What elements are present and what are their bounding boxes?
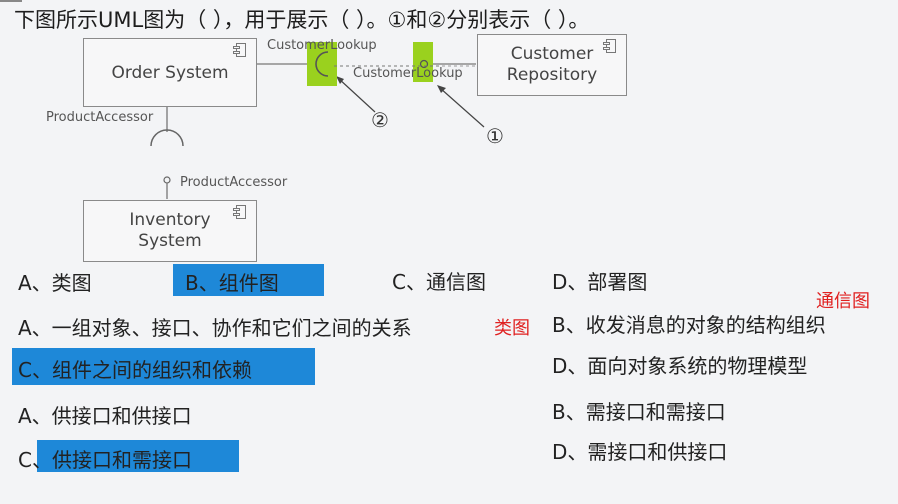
marker-one: ① (486, 124, 504, 148)
question-text: 下图所示UML图为（ ），用于展示（ ）。①和②分别表示（ ）。 (14, 8, 590, 32)
option-q3-c[interactable]: C、供接口和需接口 (18, 444, 192, 473)
component-customer-repository: Customer Repository (477, 34, 627, 96)
marker-two: ② (371, 108, 389, 132)
option-q3-b[interactable]: B、需接口和需接口 (552, 400, 726, 424)
highlight-answer-q3 (37, 440, 239, 472)
product-required-socket (150, 129, 184, 147)
component-label: Customer Repository (506, 44, 598, 85)
option-q1-d[interactable]: D、部署图 (552, 270, 648, 294)
component-icon (603, 39, 616, 53)
label-customer-lookup-top: CustomerLookup (267, 38, 377, 53)
component-icon (233, 205, 246, 219)
annotation-class-diagram: 类图 (494, 318, 530, 339)
label-customer-lookup-mid: CustomerLookup (353, 66, 463, 81)
option-q3-a[interactable]: A、供接口和供接口 (18, 404, 192, 428)
uml-interface-symbols (315, 51, 440, 77)
label-product-accessor-top: ProductAccessor (46, 110, 154, 125)
annotation-communication-diagram: 通信图 (816, 291, 870, 312)
highlight-marker-required (307, 42, 337, 86)
option-q1-b[interactable]: B、组件图 (185, 271, 279, 295)
component-icon (233, 43, 246, 57)
top-rule (0, 0, 22, 2)
product-provided-ball (163, 176, 171, 184)
option-q3-c-text: 、供接口和需接口 (31, 448, 192, 472)
component-inventory-system: Inventory System (83, 200, 257, 262)
option-q3-c-prefix: C (18, 448, 32, 472)
component-label: Inventory System (129, 210, 211, 251)
component-order-system: Order System (83, 38, 257, 107)
option-q3-d[interactable]: D、需接口和供接口 (552, 440, 728, 464)
highlight-answer-q2 (12, 348, 315, 385)
option-q1-a[interactable]: A、类图 (18, 271, 92, 295)
option-q1-c[interactable]: C、通信图 (392, 270, 486, 294)
option-q2-b[interactable]: B、收发消息的对象的结构组织 (552, 313, 826, 337)
option-q2-d[interactable]: D、面向对象系统的物理模型 (552, 354, 808, 378)
component-label: Order System (111, 62, 229, 83)
highlight-marker-provided (413, 42, 433, 82)
option-q2-c[interactable]: C、组件之间的组织和依赖 (18, 358, 252, 382)
label-product-accessor-bottom: ProductAccessor (180, 175, 288, 190)
option-q2-a[interactable]: A、一组对象、接口、协作和它们之间的关系 (18, 316, 412, 340)
highlight-answer-q1 (173, 264, 324, 296)
